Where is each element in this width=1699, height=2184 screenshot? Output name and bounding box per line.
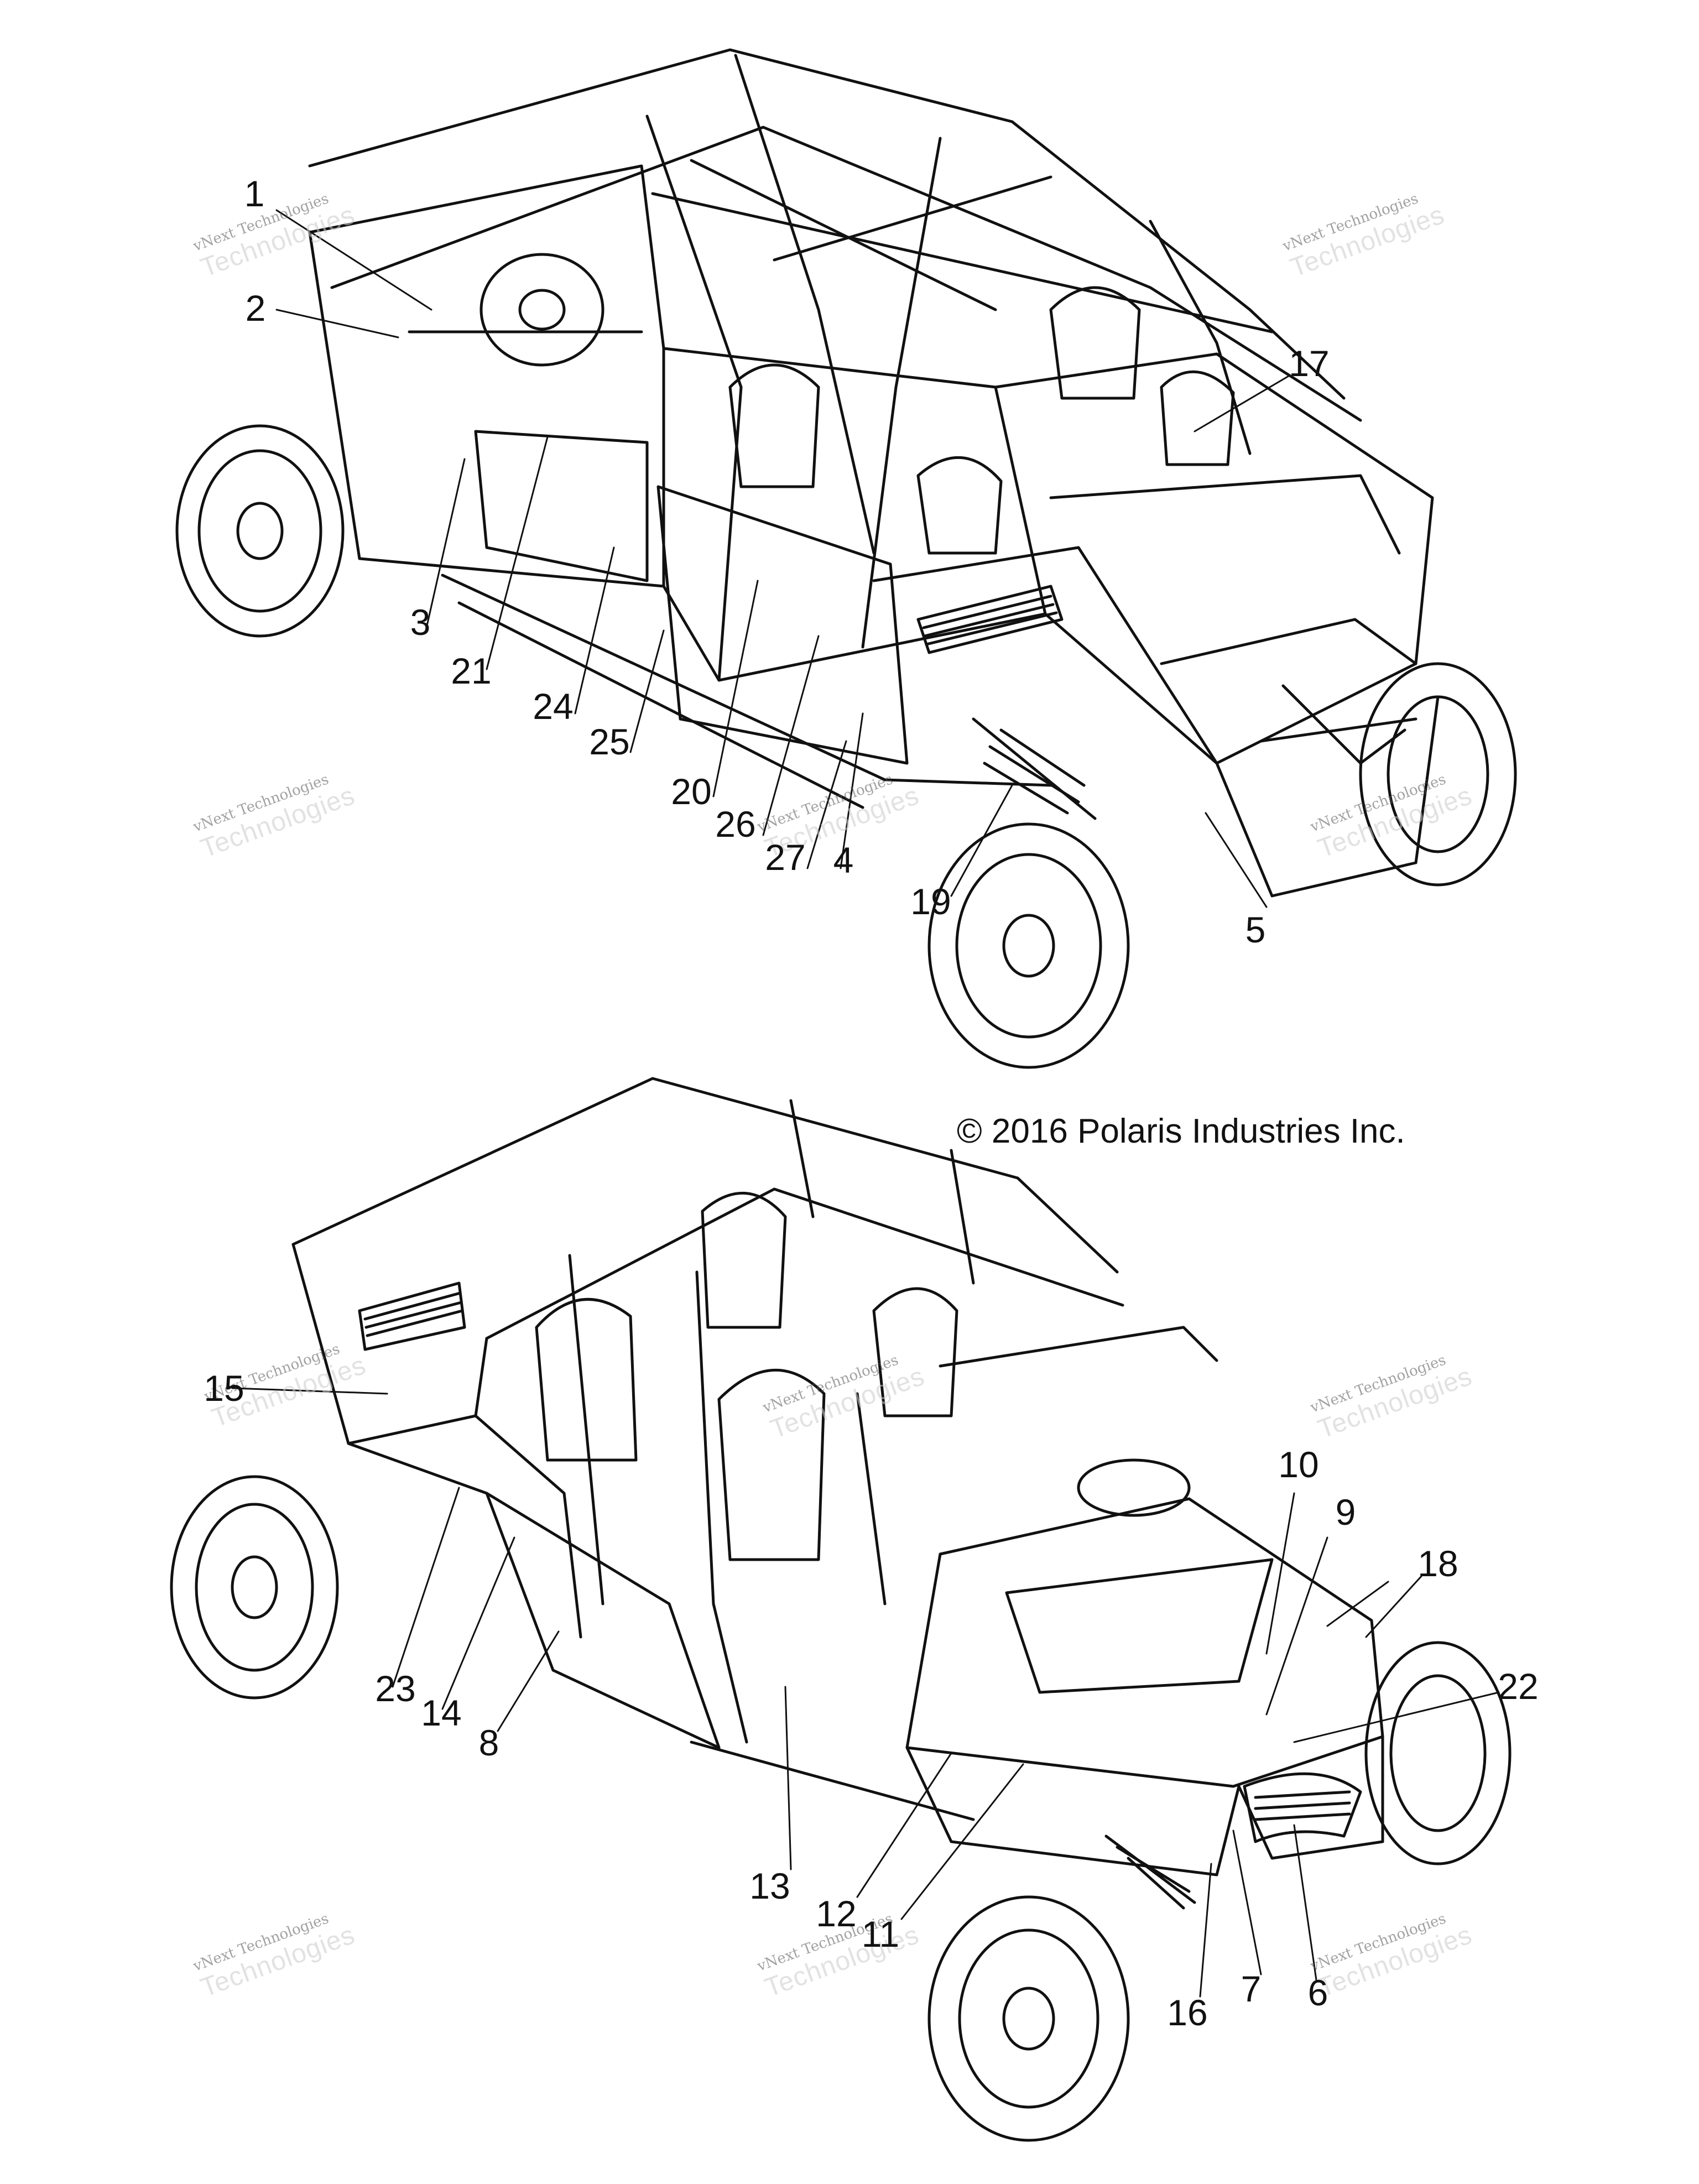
callout-label: 13 [749,1865,790,1906]
callout-label: 19 [910,881,951,922]
callout-label: 23 [375,1668,416,1709]
callout-label: 15 [204,1368,244,1409]
callout-label: 26 [715,804,756,845]
callout-label: 25 [589,721,630,762]
callout-label: 6 [1307,1972,1328,2013]
callout-label: 5 [1245,909,1266,950]
callout-label: 4 [833,840,854,880]
callout-label: 14 [421,1692,462,1733]
callout-label: 12 [816,1893,857,1934]
callout-label: 27 [765,837,806,878]
callout-label: 24 [533,686,574,727]
callout-label: 17 [1289,343,1330,384]
callout-label: 9 [1335,1492,1356,1533]
callout-label: 3 [410,602,431,643]
copyright-notice: © 2016 Polaris Industries Inc. [957,1112,1405,1150]
callout-label: 2 [245,288,266,329]
callout-label: 11 [861,1914,900,1954]
callout-label: 1 [244,173,265,214]
callout-label: 22 [1498,1666,1539,1707]
callout-label: 20 [671,771,712,812]
callout-label: 21 [451,650,492,691]
callout-label: 10 [1278,1444,1319,1485]
callout-label: 18 [1417,1543,1458,1584]
leader-lines [231,209,1500,1998]
callout-label: 8 [478,1722,499,1763]
callout-label: 16 [1167,1992,1208,2033]
bottom-vehicle-drawing [170,1077,1512,2142]
top-vehicle-drawing [175,48,1517,1069]
callout-label: 7 [1241,1968,1262,2009]
